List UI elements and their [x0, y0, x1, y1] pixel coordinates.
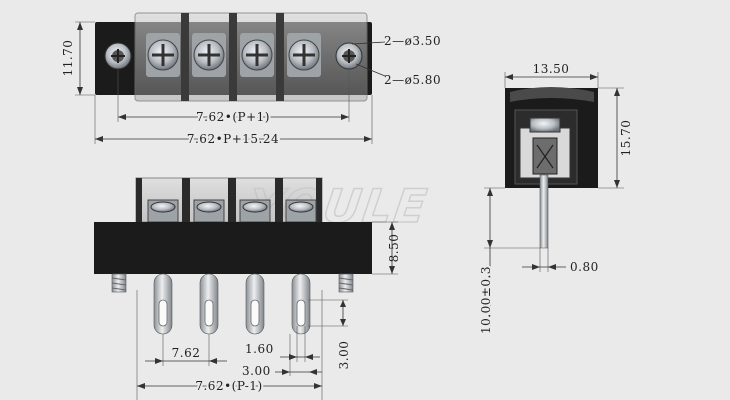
front-view-pin	[199, 273, 219, 335]
top-view: 11.70 2—ø3.50 2—ø5.80 7.62•(P+1) 7.62•P+…	[61, 12, 441, 148]
top-view-terminal-screw	[287, 33, 321, 77]
front-view-terminal	[239, 199, 271, 223]
slot-spacing-label: 3.00	[242, 364, 271, 378]
front-view-body	[94, 222, 372, 274]
slot-height-label: 3.00	[337, 341, 351, 370]
side-height-label: 15.70	[619, 120, 633, 157]
front-view-mount-screw	[338, 273, 354, 293]
front-pitch-label: 7.62	[172, 346, 201, 360]
side-view-pin	[539, 174, 549, 249]
side-width-label: 13.50	[533, 62, 570, 76]
top-view-terminal-screw	[146, 33, 180, 77]
front-view-terminal	[147, 199, 179, 223]
front-view-terminal	[193, 199, 225, 223]
front-span-label: 7.62•(P-1)	[195, 379, 262, 393]
top-total-label: 7.62•P+15.24	[187, 132, 279, 146]
front-view-pin	[291, 273, 311, 335]
front-view-terminal	[285, 199, 317, 223]
top-view-mounting-screw	[104, 42, 132, 70]
hole-large-label: 2—ø5.80	[384, 73, 441, 87]
top-view-partition	[229, 13, 237, 101]
top-pitch-label: 7.62•(P+1)	[196, 110, 270, 124]
top-view-partition	[276, 13, 284, 101]
hole-small-label: 2—ø3.50	[384, 34, 441, 48]
side-view: 13.50 15.70 10.00±0.3 0.80	[477, 62, 633, 336]
front-body-height-label: 8.50	[387, 234, 401, 263]
top-view-terminal-screw	[240, 33, 274, 77]
front-view: 8.50 3.00 7.62 1.60 3.00	[94, 177, 401, 400]
front-view-pin	[153, 273, 173, 335]
top-view-partition	[181, 13, 189, 101]
top-view-terminal-screw	[192, 33, 226, 77]
pin-thickness-label: 0.80	[570, 260, 599, 274]
top-height-label: 11.70	[61, 40, 75, 77]
slot-width-label: 1.60	[245, 342, 274, 356]
front-view-mount-screw	[111, 273, 127, 293]
pin-length-label: 10.00±0.3	[479, 266, 493, 334]
front-view-pin	[245, 273, 265, 335]
top-view-mounting-screw	[335, 42, 363, 70]
